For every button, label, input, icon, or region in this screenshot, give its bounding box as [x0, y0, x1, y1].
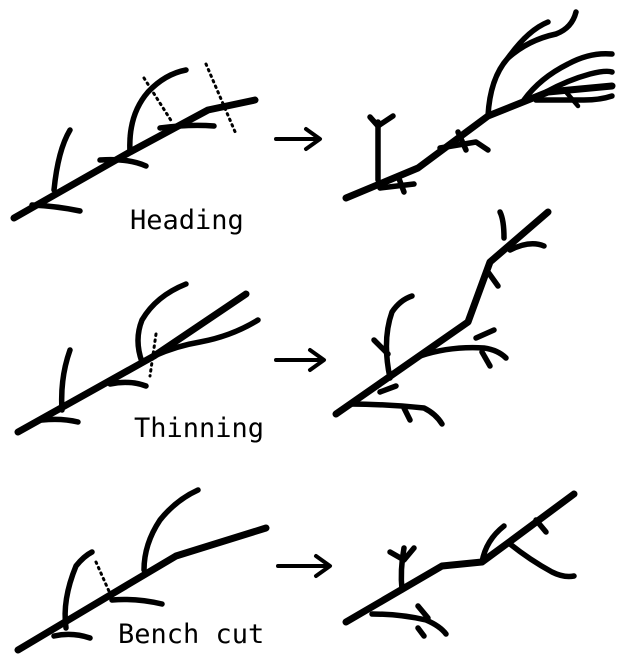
heading-panel [14, 12, 612, 218]
heading-label: Heading [130, 205, 244, 236]
bench-cut-label: Bench cut [118, 619, 264, 650]
thinning-label: Thinning [134, 413, 264, 444]
thinning-before-branch [18, 284, 258, 432]
heading-after-branch [346, 12, 612, 198]
bench-cut-arrow [278, 556, 330, 576]
bench-cut-panel [18, 490, 574, 650]
thinning-panel [18, 212, 548, 432]
thinning-arrow [276, 350, 324, 370]
heading-arrow [276, 129, 320, 149]
thinning-after-branch [336, 212, 548, 424]
bench-cut-after-branch [346, 494, 574, 636]
